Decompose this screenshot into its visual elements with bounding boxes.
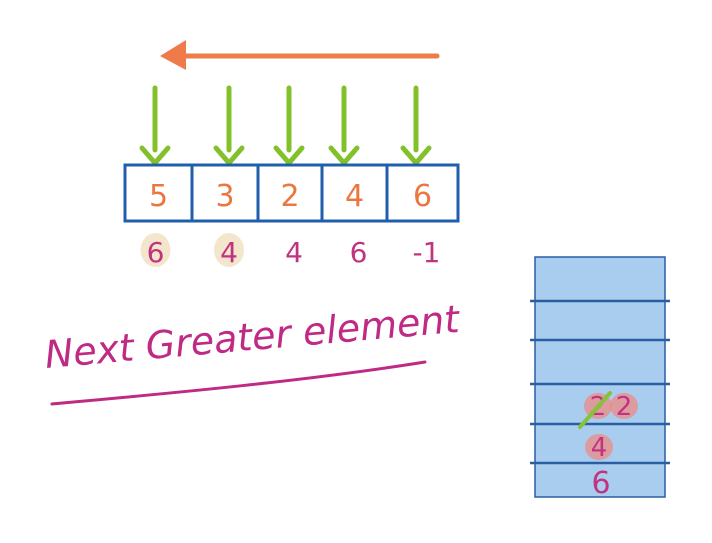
stack: 2246 bbox=[530, 256, 670, 501]
pointer-arrow-icon bbox=[213, 85, 245, 166]
next-greater-answer: 6 bbox=[350, 236, 368, 269]
stack-entry: 6 bbox=[591, 466, 610, 501]
stack-entry: 4 bbox=[591, 433, 608, 463]
stack-entry: 2 bbox=[616, 392, 633, 422]
answer-highlight bbox=[214, 233, 244, 267]
pointer-arrows bbox=[139, 85, 432, 166]
answers-row: 6 4 4 6 -1 bbox=[140, 233, 441, 269]
scan-direction-arrow-icon bbox=[160, 40, 440, 70]
array-cell-value: 4 bbox=[345, 179, 364, 214]
pointer-arrow-icon bbox=[273, 85, 305, 166]
pointer-arrow-icon bbox=[328, 85, 360, 166]
crossed-scribble bbox=[585, 434, 613, 460]
title-underline bbox=[50, 360, 427, 406]
array-cell-value: 3 bbox=[215, 179, 234, 214]
answer-highlight bbox=[140, 233, 171, 267]
array-cell-value: 6 bbox=[413, 179, 432, 214]
array-outline bbox=[123, 163, 460, 223]
title-group: Next Greater element bbox=[43, 297, 463, 406]
next-greater-answer: -1 bbox=[413, 236, 441, 269]
next-greater-answer: 6 bbox=[147, 236, 165, 269]
pointer-arrow-icon bbox=[139, 85, 171, 166]
next-greater-answer: 4 bbox=[220, 236, 238, 269]
strike-line bbox=[578, 391, 612, 429]
next-greater-answer: 4 bbox=[285, 236, 303, 269]
array-cell-value: 2 bbox=[280, 179, 299, 214]
array-row: 5 3 2 4 6 bbox=[123, 163, 460, 223]
crossed-scribble bbox=[610, 393, 638, 419]
pointer-arrow-icon bbox=[400, 85, 432, 166]
array-cell-value: 5 bbox=[149, 179, 168, 214]
